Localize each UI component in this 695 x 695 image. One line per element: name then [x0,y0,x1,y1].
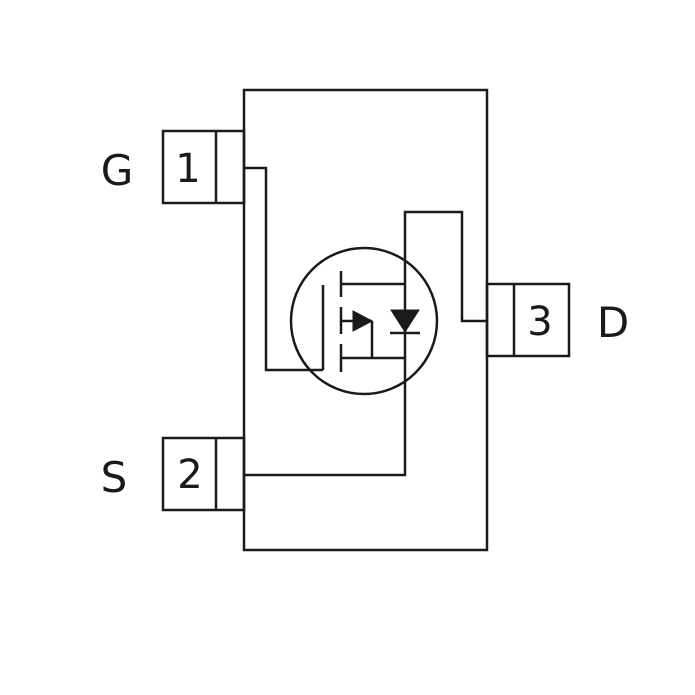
pin-1-number: 1 [175,146,200,192]
drain-wire [403,210,487,323]
mosfet-circle [289,246,439,396]
pin-2-number: 2 [177,452,202,498]
source-wire [244,366,407,477]
body-arrow-icon [352,310,374,332]
pin-2-label: S [101,453,128,502]
mosfet-symbol [289,246,439,396]
pin-1-label: G [101,146,134,195]
pin-3-label: D [597,298,629,347]
pin-2-pad [161,436,246,512]
diode-triangle-icon [390,309,420,333]
pin-3-number: 3 [527,299,552,345]
gate-wire [244,166,323,372]
